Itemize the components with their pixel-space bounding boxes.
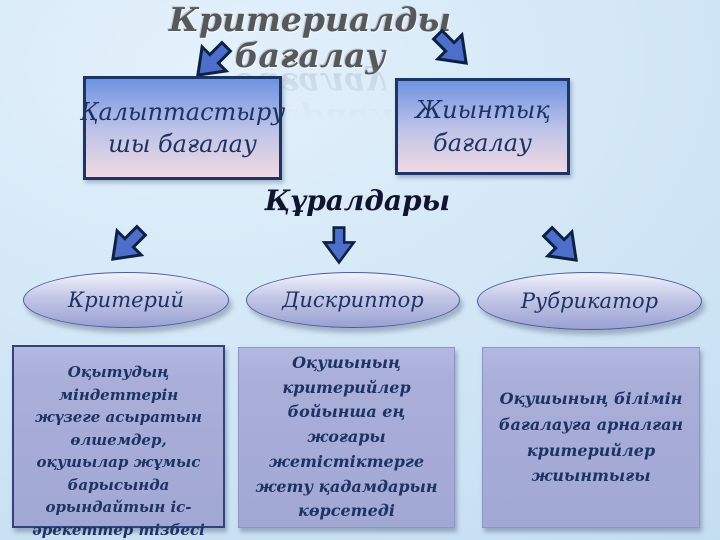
tool-description-panel-criterion: Оқытудың міндеттерін жүзеге асыратын өлш… xyxy=(12,345,225,539)
formative-assessment-label: Қалыптастыру шы бағалау xyxy=(79,97,286,158)
section-heading: Құралдары xyxy=(264,184,451,217)
arrow-down-icon xyxy=(320,225,358,265)
tool-description-rubricator: Оқушының білімін бағалауға арналған крит… xyxy=(498,389,684,486)
tool-name-rubricator: Рубрикатор xyxy=(520,289,659,313)
summative-assessment-label: Жиынтық бағалау xyxy=(415,96,550,157)
tool-description-panel-rubricator: Оқушының білімін бағалауға арналған крит… xyxy=(482,347,700,528)
summative-assessment-box: Жиынтық бағалау xyxy=(395,78,570,175)
tool-name-descriptor: Дискриптор xyxy=(282,288,424,312)
arrow-down-left-icon xyxy=(97,215,158,276)
tool-ellipse-descriptor: Дискриптор xyxy=(246,272,460,328)
slide-title: Критериалды бағалау xyxy=(168,0,452,76)
tool-ellipse-criterion: Критерий xyxy=(23,272,229,328)
arrow-down-right-icon xyxy=(422,19,483,80)
arrow-down-right-icon xyxy=(532,216,593,277)
tool-ellipse-rubricator: Рубрикатор xyxy=(477,272,702,330)
slide-title-group: Критериалды бағалау Критериалды бағалау xyxy=(90,0,530,140)
tool-description-panel-descriptor: Оқушының критерийлер бойынша ең жоғары ж… xyxy=(238,347,455,528)
tool-name-criterion: Критерий xyxy=(67,288,185,312)
tool-description-criterion: Оқытудың міндеттерін жүзеге асыратын өлш… xyxy=(32,363,205,539)
arrow-down-left-icon xyxy=(182,31,243,92)
tool-description-descriptor: Оқушының критерийлер бойынша ең жоғары ж… xyxy=(255,352,438,521)
formative-assessment-box: Қалыптастыру шы бағалау xyxy=(79,76,286,180)
